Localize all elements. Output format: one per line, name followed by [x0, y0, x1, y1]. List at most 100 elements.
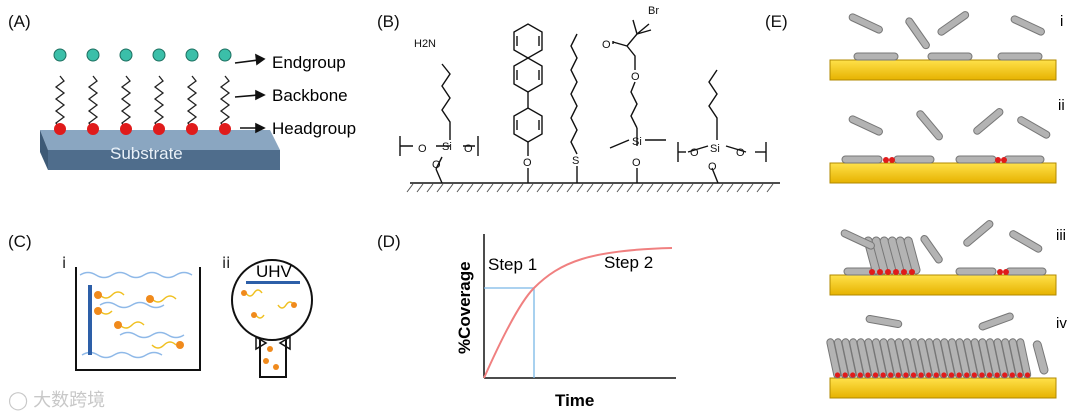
complete-sam-headgroups: [834, 372, 1031, 378]
step1-label: Step 1: [488, 255, 537, 274]
step2-label: Step 2: [604, 253, 653, 272]
sam-headgroup-dot: [964, 372, 970, 378]
y-axis-label: %Coverage: [455, 261, 474, 354]
sam-headgroup-dot: [895, 372, 901, 378]
solution-beaker: [75, 267, 201, 371]
panel-a-diagram: Substrate Endgroup Backbone Headgroup: [40, 48, 356, 170]
gold-substrate: [829, 377, 1057, 399]
headgroup-dots: [883, 157, 1007, 163]
panel-e-label: (E): [765, 12, 788, 31]
sam-headgroup-dot: [888, 372, 894, 378]
atrp-initiator-molecule: [609, 19, 666, 183]
o-label-1c: O: [432, 159, 441, 171]
sam-headgroup-dot: [994, 372, 1000, 378]
coverage-curve: [483, 247, 673, 379]
panel-c-diagram: UHV: [75, 259, 313, 378]
molecule-3: [119, 48, 133, 135]
panel-b-diagram: H2N Si O O O O S Si O O O Br Si O O O: [399, 5, 780, 193]
panel-c-ii-label: ii: [222, 254, 231, 272]
endgroup-dot: [218, 48, 232, 62]
gold-substrate: [829, 59, 1057, 81]
uhv-label: UHV: [256, 262, 293, 281]
vapor-molecules: [241, 289, 297, 370]
headgroup-dot: [54, 123, 66, 135]
stage-iii: [829, 220, 1057, 296]
sam-molecules: [53, 48, 232, 135]
s-label: S: [572, 155, 579, 167]
headgroup-dot: [186, 123, 198, 135]
stage-iv-label: iv: [1056, 315, 1067, 332]
stage-i: [829, 11, 1057, 81]
panel-c-i-label: i: [62, 254, 67, 272]
o-label-2: O: [523, 157, 532, 169]
backbone-label: Backbone: [272, 86, 348, 105]
headgroup-dot: [87, 123, 99, 135]
sam-rod: [1016, 338, 1032, 379]
sam-headgroup-dot: [1024, 372, 1031, 378]
sam-headgroup-dot: [1002, 372, 1008, 378]
sam-headgroup-dot: [926, 372, 932, 378]
o-label-1a: O: [418, 143, 427, 155]
o-label-5c: O: [708, 161, 717, 173]
stage-iv: [826, 312, 1057, 399]
substrate-label: Substrate: [110, 144, 183, 163]
br-label: Br: [648, 5, 659, 17]
sam-headgroup-dot: [986, 372, 993, 378]
sam-headgroup-dot: [880, 372, 886, 378]
sam-headgroup-dot: [979, 372, 985, 378]
sam-headgroup-dot: [865, 372, 871, 378]
endgroup-label: Endgroup: [272, 53, 346, 72]
label-arrows: [234, 53, 266, 134]
sam-headgroup-dot: [910, 372, 917, 378]
uhv-source-tube: [259, 340, 287, 378]
sam-headgroup-dot: [872, 372, 879, 378]
substrate-top-face: [40, 130, 280, 150]
stage-ii-label: ii: [1058, 97, 1065, 114]
sam-headgroup-dot: [971, 372, 977, 378]
propylsilane-molecule: [677, 69, 767, 184]
molecule-5: [185, 48, 199, 135]
sam-headgroup-dot: [857, 372, 863, 378]
endgroup-dot: [152, 48, 166, 62]
stage-i-label: i: [1060, 13, 1063, 30]
watermark-text: 大数跨境: [33, 390, 106, 410]
sam-headgroup-dot: [948, 372, 955, 378]
si-label-5: Si: [710, 143, 720, 155]
endgroup-dot: [185, 48, 199, 62]
sam-headgroup-dot: [933, 372, 939, 378]
uhv-valve: [255, 335, 291, 351]
sam-headgroup-dot: [903, 372, 909, 378]
watermark: ◯ 大数跨境: [8, 386, 105, 412]
sam-headgroup-dot: [1009, 372, 1015, 378]
molecule-4: [152, 48, 166, 135]
gold-substrate: [829, 162, 1057, 184]
endgroup-dot: [53, 48, 67, 62]
panel-e-diagram: i ii iii iv: [826, 11, 1067, 399]
molecule-6: [218, 48, 232, 135]
sam-headgroup-dot: [1017, 372, 1023, 378]
stage-iii-label: iii: [1056, 227, 1066, 244]
aminosilane-molecule: [399, 63, 479, 184]
amine-label: H2N: [414, 38, 436, 50]
o-label-5b: O: [736, 147, 745, 159]
uhv-substrate: [246, 281, 300, 284]
uhv-chamber: [231, 259, 313, 341]
sam-headgroup-dot: [850, 372, 856, 378]
sam-headgroup-dot: [941, 372, 947, 378]
solvent-waves: [79, 271, 193, 359]
headgroup-dot: [120, 123, 132, 135]
panel-a-label: (A): [8, 12, 31, 31]
sam-headgroup-dot: [834, 372, 841, 378]
watermark-logo-icon: ◯: [8, 390, 29, 410]
endgroup-dot: [86, 48, 100, 62]
o-label-4a: O: [632, 157, 641, 169]
molecule-2: [86, 48, 100, 135]
biphenyl-molecule: [513, 23, 543, 183]
o-label-4c: O: [602, 39, 611, 51]
gold-substrate: [829, 274, 1057, 296]
immersed-substrate: [88, 285, 92, 355]
panel-c-label: (C): [8, 232, 32, 251]
headgroup-dot: [219, 123, 231, 135]
o-label-4b: O: [631, 71, 640, 83]
panel-b-label: (B): [377, 12, 400, 31]
